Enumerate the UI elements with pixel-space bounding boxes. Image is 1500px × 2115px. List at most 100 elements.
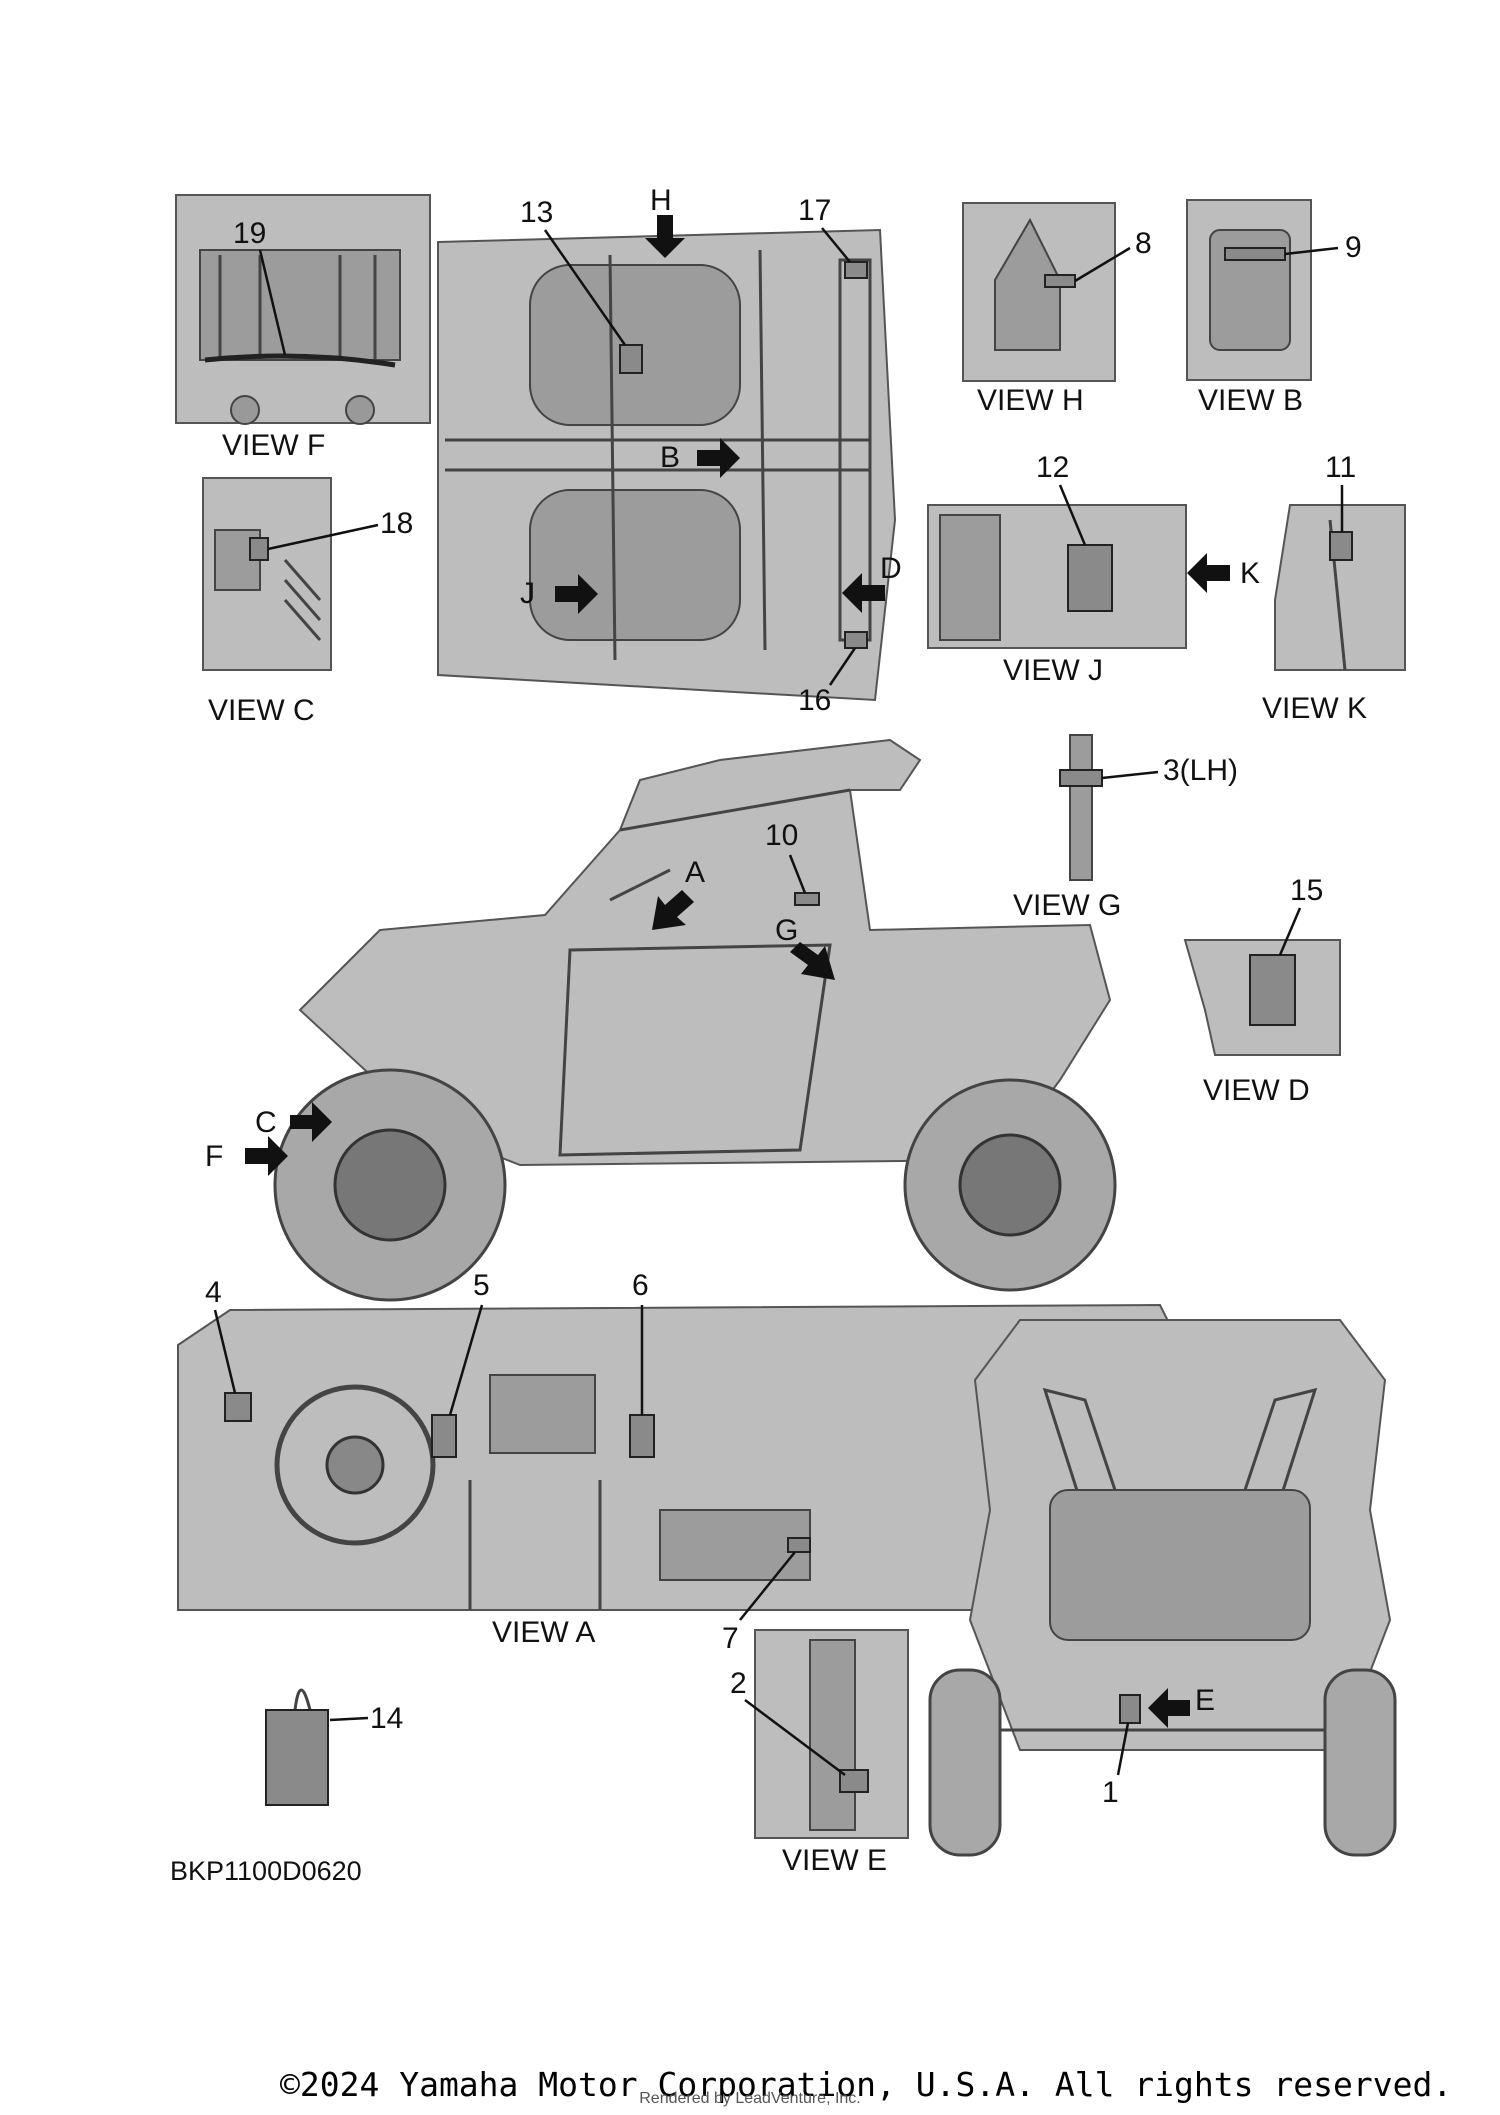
part-2-label: 2 <box>730 1667 747 1700</box>
part-7-label: 7 <box>722 1622 739 1655</box>
vehicle-side-view <box>273 738 1117 1302</box>
part-16-decal <box>844 631 868 649</box>
part-16-label: 16 <box>798 684 831 717</box>
part-8-label: 8 <box>1135 227 1152 260</box>
part-2-leader <box>744 1699 846 1776</box>
view-f-panel <box>175 194 431 425</box>
copyright-notice: ©2024 Yamaha Motor Corporation, U.S.A. A… <box>280 2065 1453 2104</box>
part-19-leader <box>258 249 287 356</box>
part-17-label: 17 <box>798 194 831 227</box>
part-12-decal <box>1067 544 1113 612</box>
arrow-d-icon <box>842 573 885 613</box>
part-1-label: 1 <box>1102 1776 1119 1809</box>
view-d-caption: VIEW D <box>1203 1074 1310 1107</box>
part-9-leader <box>1284 246 1339 256</box>
part-11-label: 11 <box>1325 451 1356 484</box>
part-9-label: 9 <box>1345 231 1362 264</box>
part-11-decal <box>1329 531 1353 561</box>
part-3-leader <box>1101 770 1159 780</box>
part-14-label: 14 <box>370 1702 403 1735</box>
view-j-caption: VIEW J <box>1003 654 1103 687</box>
part-12-label: 12 <box>1036 451 1069 484</box>
part-17-leader <box>821 227 851 263</box>
part-19-label: 19 <box>233 217 266 250</box>
view-c-caption: VIEW C <box>208 694 315 727</box>
part-16-leader <box>828 647 857 686</box>
part-13-label: 13 <box>520 196 553 229</box>
part-10-leader <box>788 854 807 894</box>
part-4-label: 4 <box>205 1276 222 1309</box>
part-7-leader <box>739 1551 796 1621</box>
arrow-j-label: J <box>520 577 535 610</box>
arrow-f-label: F <box>205 1140 223 1173</box>
part-7-decal <box>787 1537 811 1553</box>
arrow-k-icon <box>1187 553 1230 593</box>
arrow-a-label: A <box>685 856 705 889</box>
arrow-g-label: G <box>775 914 798 947</box>
view-h-panel <box>962 202 1116 382</box>
part-14-leader <box>329 1716 369 1722</box>
part-10-label: 10 <box>765 819 798 852</box>
view-k-caption: VIEW K <box>1262 692 1367 725</box>
arrow-a-icon <box>652 890 694 930</box>
part-6-decal <box>629 1414 655 1458</box>
part-1-decal <box>1119 1694 1141 1724</box>
part-15-decal <box>1249 954 1296 1026</box>
arrow-e-label: E <box>1195 1684 1215 1717</box>
arrow-h-label: H <box>650 184 672 217</box>
view-j-panel <box>927 504 1187 649</box>
part-9-decal <box>1224 247 1286 261</box>
view-f-caption: VIEW F <box>222 429 325 462</box>
view-c-panel <box>202 477 332 671</box>
view-b-panel <box>1186 199 1312 381</box>
arrow-b-label: B <box>660 441 680 474</box>
arrow-d-label: D <box>880 552 902 585</box>
arrow-h-icon <box>645 215 685 258</box>
rear-right-wheel <box>1323 1668 1397 1857</box>
arrow-c-label: C <box>255 1106 277 1139</box>
diagram-code: BKP1100D0620 <box>170 1856 362 1886</box>
arrow-k-label: K <box>1240 557 1260 590</box>
part-5-label: 5 <box>473 1269 490 1302</box>
view-h-caption: VIEW H <box>977 384 1084 417</box>
part-8-leader <box>1074 246 1131 283</box>
part-4-leader <box>213 1309 237 1394</box>
arrow-e-icon <box>1148 1688 1190 1728</box>
part-13-leader <box>543 229 627 346</box>
view-a-panel <box>177 1303 1181 1611</box>
part-15-leader <box>1278 907 1302 956</box>
part-12-leader <box>1058 484 1087 546</box>
part-10-decal <box>794 892 820 906</box>
part-13-decal <box>619 344 643 374</box>
part-5-decal <box>431 1414 457 1458</box>
rendered-by-note: Rendered by LeadVenture, Inc. <box>639 2090 861 2107</box>
part-17-decal <box>844 261 868 279</box>
part-1-leader <box>1116 1722 1130 1776</box>
part-14-tag <box>265 1688 329 1806</box>
arrow-j-icon <box>555 574 598 614</box>
arrow-b-icon <box>697 438 740 478</box>
part-3-label: 3(LH) <box>1163 754 1238 787</box>
part-18-label: 18 <box>380 507 413 540</box>
view-g-panel <box>1069 734 1093 881</box>
view-b-caption: VIEW B <box>1198 384 1303 417</box>
part-6-label: 6 <box>632 1269 649 1302</box>
part-4-decal <box>224 1392 252 1422</box>
view-g-caption: VIEW G <box>1013 889 1121 922</box>
rear-left-wheel <box>928 1668 1002 1857</box>
part-2-decal <box>839 1769 869 1793</box>
vehicle-rear-view <box>928 1319 1397 1857</box>
part-18-decal <box>249 537 269 561</box>
part-15-label: 15 <box>1290 874 1323 907</box>
view-e-caption: VIEW E <box>782 1844 887 1877</box>
view-e-panel <box>754 1629 909 1839</box>
arrow-f-icon <box>245 1136 288 1176</box>
part-8-decal <box>1044 274 1076 288</box>
part-18-leader <box>267 523 379 551</box>
part-5-leader <box>448 1304 484 1416</box>
arrow-g-icon <box>790 942 835 980</box>
part-3-decal <box>1059 769 1103 787</box>
view-a-caption: VIEW A <box>492 1616 595 1649</box>
view-k-panel <box>1274 504 1406 671</box>
